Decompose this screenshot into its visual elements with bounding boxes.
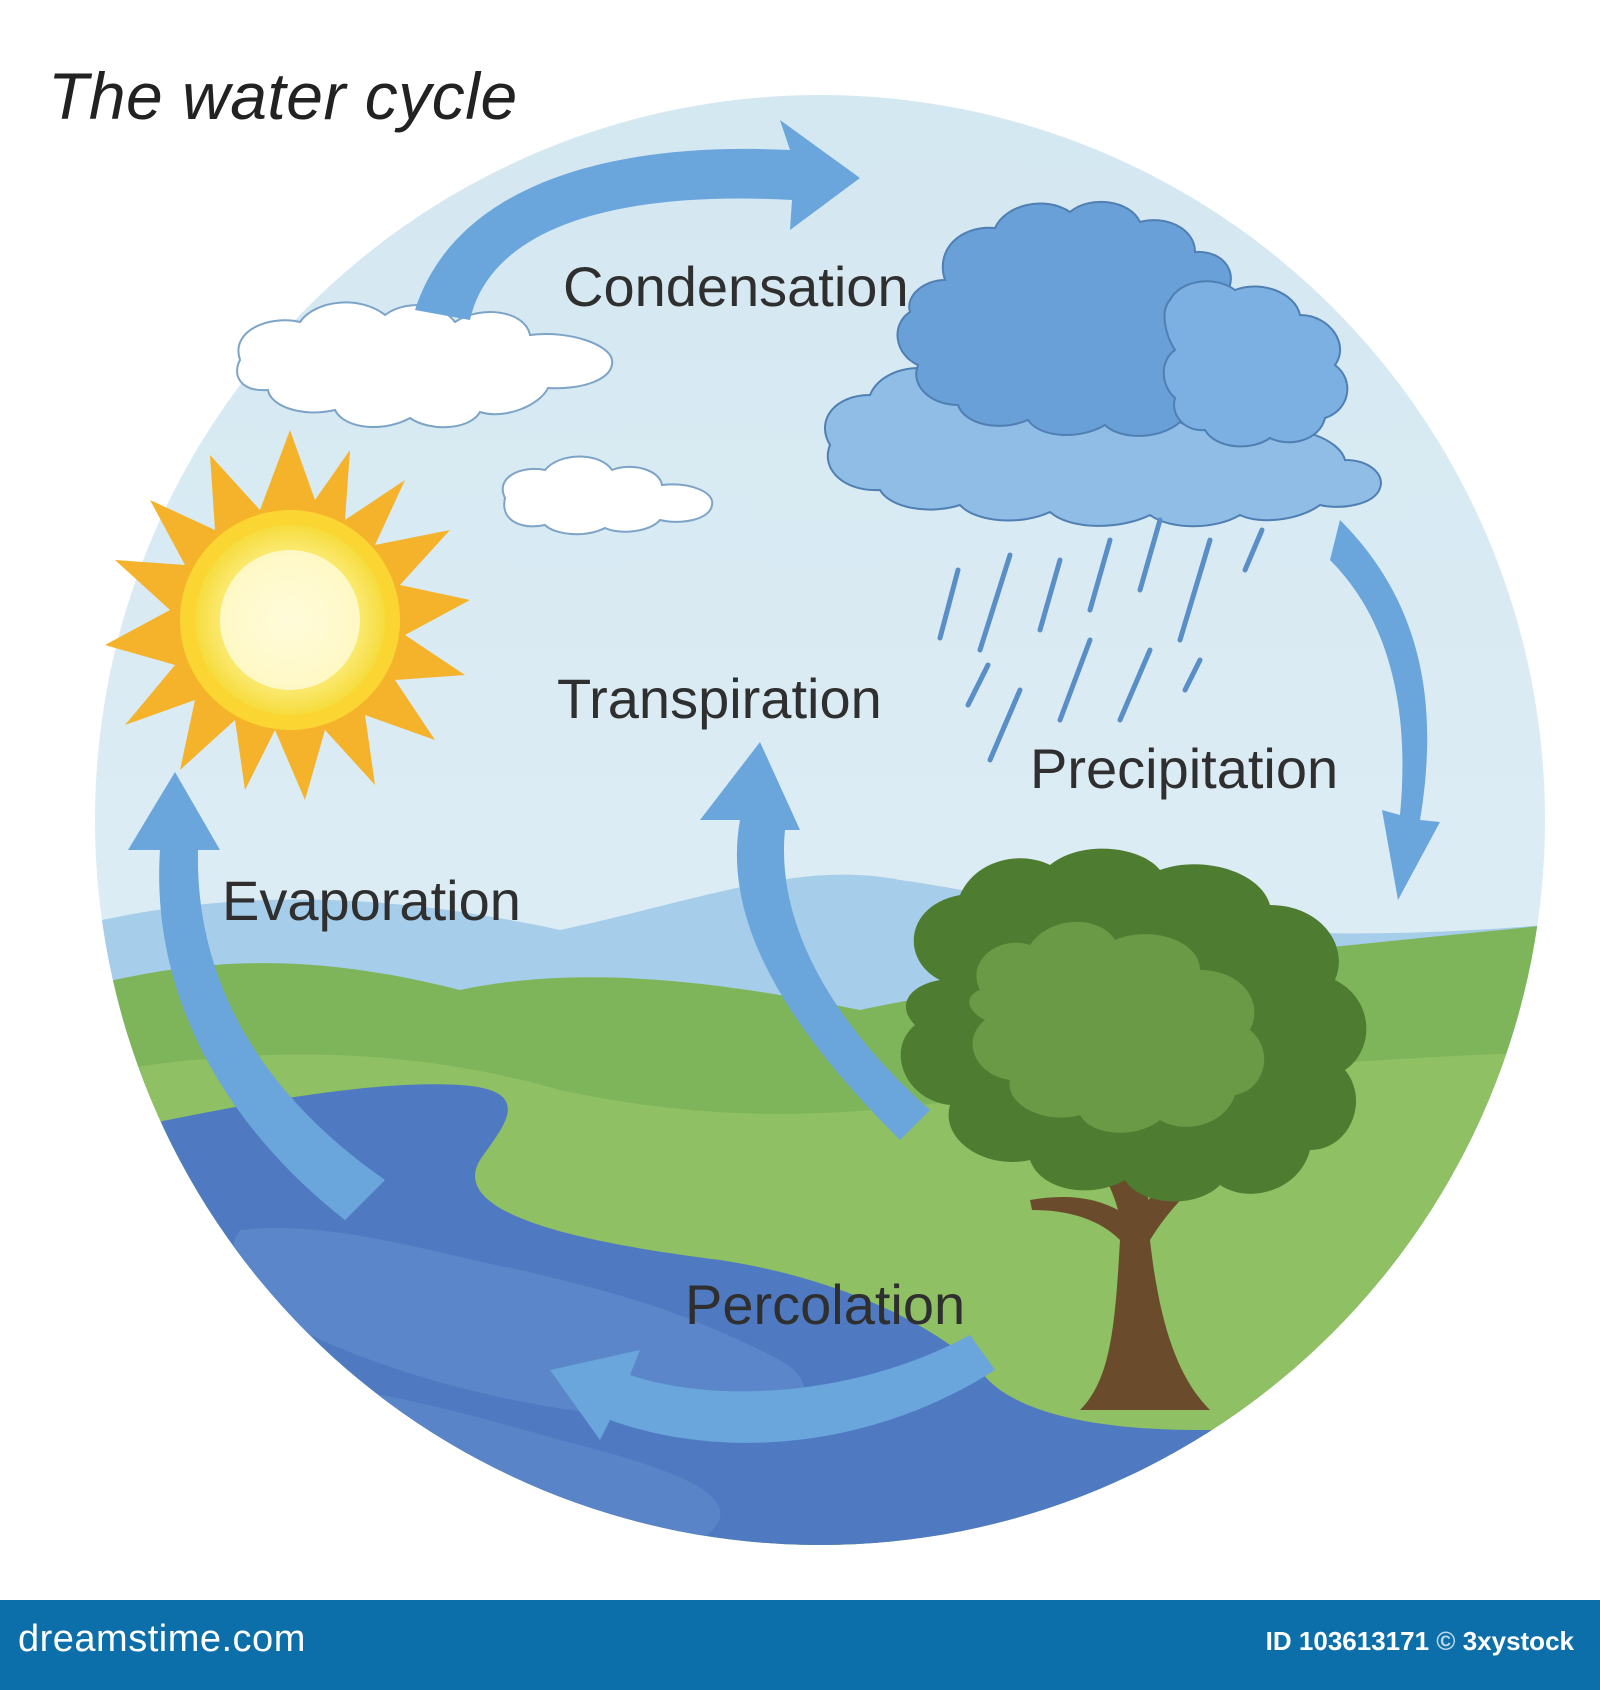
- tree-trunk: [1030, 1072, 1230, 1410]
- site-name[interactable]: dreamstime.com: [18, 1618, 306, 1660]
- transpiration-arrow: [700, 742, 930, 1140]
- evaporation-arrow: [128, 772, 385, 1220]
- water-cycle-illustration: Condensation Precipitation Transpiration…: [95, 95, 1545, 1545]
- condensation-arrow: [415, 120, 860, 320]
- rain-drops: [937, 517, 1265, 763]
- white-cloud-small: [501, 455, 714, 536]
- precipitation-label: Precipitation: [1030, 737, 1338, 800]
- footer-bar: dreamstime.com ID 103613171 © 3xystock: [0, 1600, 1600, 1690]
- percolation-arrow: [550, 1335, 995, 1443]
- copyright-symbol: ©: [1436, 1626, 1456, 1656]
- precipitation-arrow: [1330, 520, 1440, 900]
- diagram-title: The water cycle: [48, 59, 518, 133]
- id-prefix: ID: [1265, 1626, 1292, 1656]
- transpiration-label: Transpiration: [557, 667, 882, 730]
- sun: [105, 430, 470, 800]
- evaporation-label: Evaporation: [222, 869, 521, 932]
- id-number: 103613171: [1298, 1626, 1430, 1656]
- tree: [900, 848, 1367, 1410]
- white-cloud-large: [236, 301, 614, 429]
- river-highlight: [232, 1228, 804, 1420]
- tree-canopy-highlight: [969, 921, 1265, 1133]
- condensation-label: Condensation: [563, 255, 909, 318]
- image-id: ID 103613171 © 3xystock: [1266, 1626, 1574, 1657]
- percolation-label: Percolation: [685, 1273, 965, 1336]
- author-name: 3xystock: [1462, 1626, 1574, 1656]
- rain-cloud: [824, 200, 1382, 528]
